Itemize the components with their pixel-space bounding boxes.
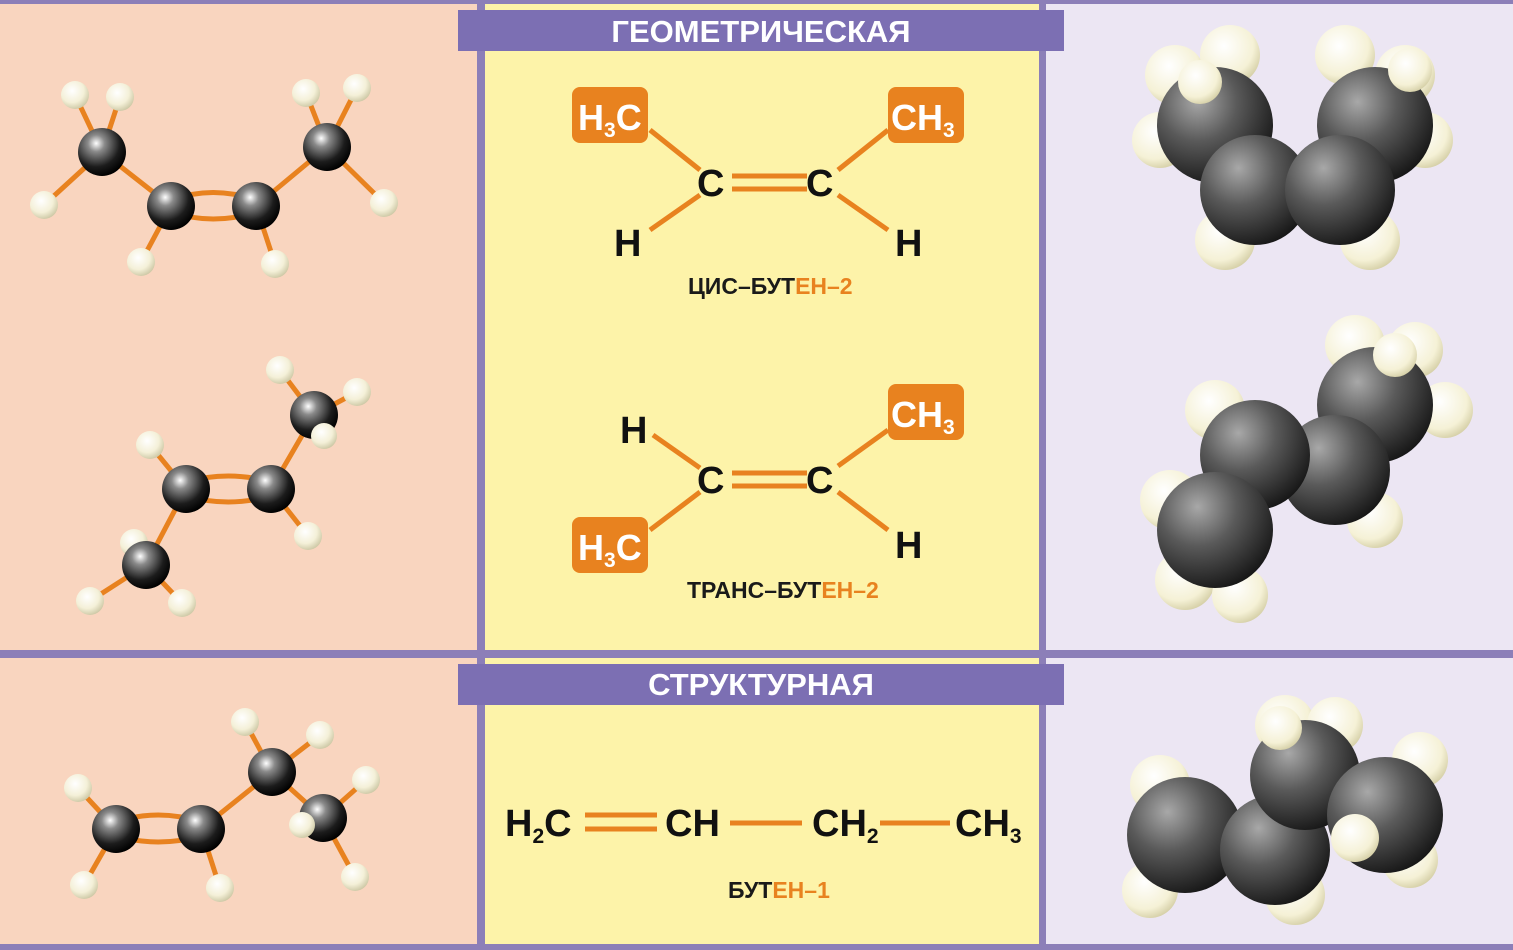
cis-c-right: C xyxy=(806,163,833,205)
svg-text:H3C: H3C xyxy=(578,527,642,572)
trans-h3c-box xyxy=(572,517,648,573)
trans-space-filling-model xyxy=(1140,315,1473,623)
b1-h2c: H2C xyxy=(505,803,572,848)
cis-h-left: H xyxy=(614,223,641,265)
svg-text:H3C: H3C xyxy=(578,97,642,142)
trans-ch3-box xyxy=(888,384,964,440)
trans-h-left: H xyxy=(620,410,647,452)
butene1-formula: H2C CH CH2 CH3 xyxy=(505,803,1022,848)
right-panel-top xyxy=(1046,4,1513,650)
cis-atoms xyxy=(30,74,398,278)
geometric-header: ГЕОМЕТРИЧЕСКАЯ xyxy=(458,10,1064,51)
trans-h-right: H xyxy=(895,525,922,567)
trans-atoms xyxy=(76,356,371,617)
geometric-header-label: ГЕОМЕТРИЧЕСКАЯ xyxy=(611,14,910,49)
center-panel-bottom xyxy=(485,658,1039,944)
cis-c-left: C xyxy=(697,163,724,205)
left-panel-top xyxy=(0,4,477,650)
cis-formula: H3C CH3 C C H H xyxy=(572,87,964,265)
cis-name: ЦИС–БУТЕН–2 xyxy=(688,273,853,299)
cis-h3c-box xyxy=(572,87,648,143)
trans-c-right: C xyxy=(806,460,833,502)
trans-formula: CH3 H3C C C H H xyxy=(572,384,964,573)
trans-name: ТРАНС–БУТЕН–2 xyxy=(687,577,879,603)
structural-header-label: СТРУКТУРНАЯ xyxy=(648,667,874,702)
b1-ch2: CH2 xyxy=(812,803,879,848)
cis-space-filling-model xyxy=(1132,25,1453,270)
cis-h-right: H xyxy=(895,223,922,265)
butene1-name: БУТЕН–1 xyxy=(728,877,830,903)
svg-text:CH3: CH3 xyxy=(891,394,955,439)
b1-ch3: CH3 xyxy=(955,803,1022,848)
structural-header: СТРУКТУРНАЯ xyxy=(458,664,1064,705)
cis-ch3-box xyxy=(888,87,964,143)
butene1-space-filling-model xyxy=(1122,695,1448,925)
trans-c-left: C xyxy=(697,460,724,502)
svg-text:CH3: CH3 xyxy=(891,97,955,142)
butene1-atoms xyxy=(64,708,380,902)
b1-ch: CH xyxy=(665,803,720,845)
